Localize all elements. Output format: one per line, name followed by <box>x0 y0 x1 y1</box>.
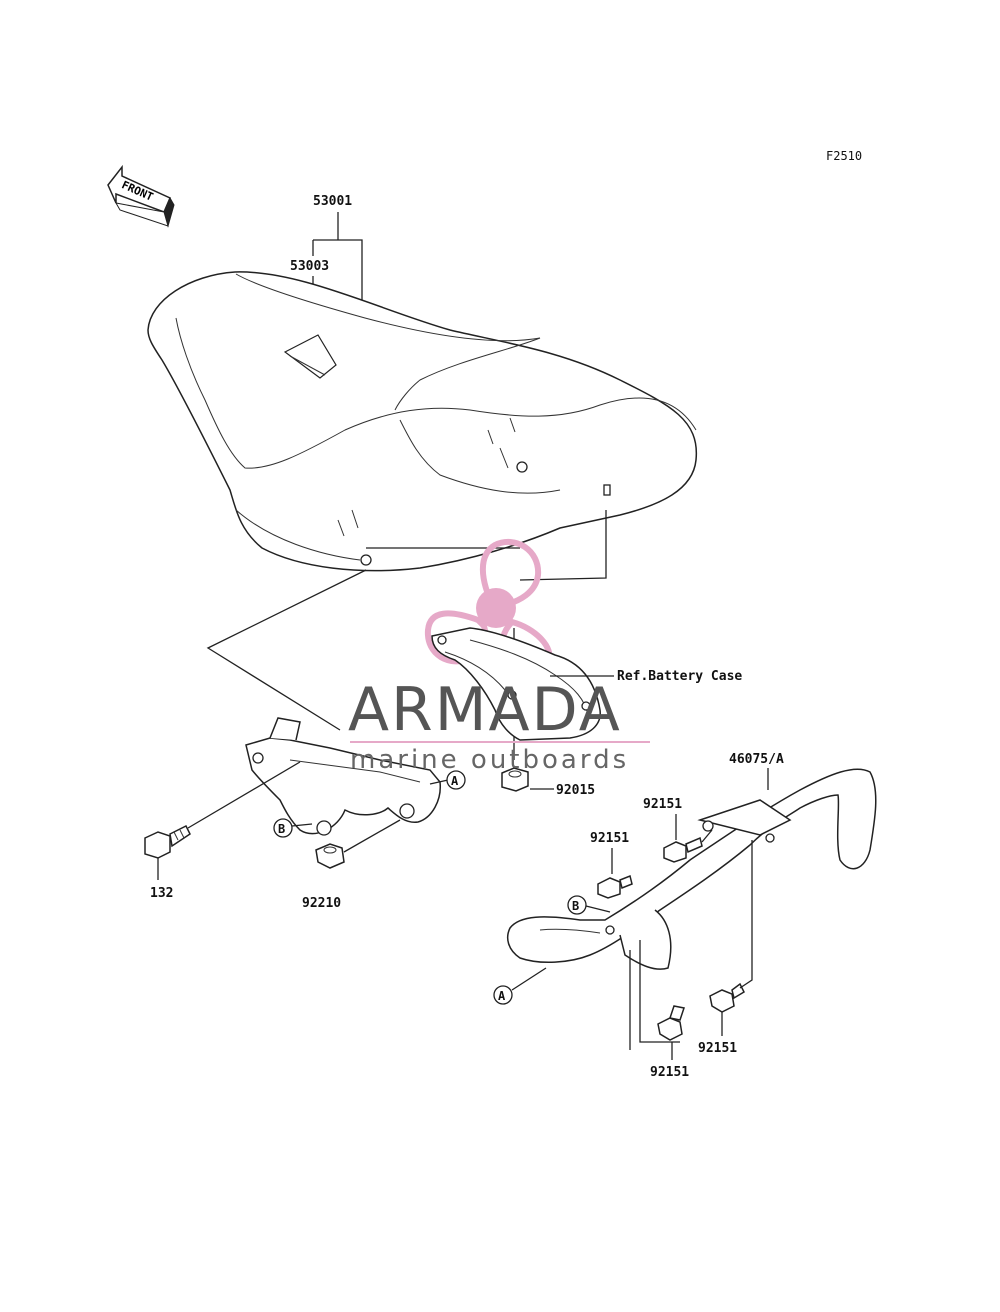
part-label-92015: 92015 <box>556 783 595 798</box>
nut-92015 <box>501 767 529 792</box>
marker-a-rail: A <box>493 967 547 1005</box>
part-label-53001: 53001 <box>313 194 352 209</box>
marker-b-left: B <box>273 818 313 838</box>
screw-92151-mid <box>597 874 633 899</box>
bolt-132 <box>144 824 191 859</box>
marker-b-rail: B <box>567 895 611 915</box>
leader-92151-br-guide <box>739 840 753 989</box>
diagram-code: F2510 <box>826 149 862 163</box>
part-label-92151-bottom-left: 92151 <box>650 1065 689 1080</box>
svg-text:B: B <box>278 822 285 836</box>
leader-92151-bl-guide <box>639 940 680 1043</box>
watermark-brand: ARMADA <box>348 675 622 745</box>
screw-guide-top <box>701 829 713 843</box>
part-label-46075: 46075/A <box>729 752 784 767</box>
screw-92151-bottom-left <box>657 1005 685 1041</box>
bolt-guide <box>187 761 301 829</box>
part-label-92151-mid: 92151 <box>590 831 629 846</box>
watermark-tagline: marine outboards <box>350 745 629 775</box>
part-label-92151-bottom-right: 92151 <box>698 1041 737 1056</box>
screw-92151-top <box>663 836 703 863</box>
left-bracket <box>245 717 441 836</box>
part-label-53003: 53003 <box>290 259 329 274</box>
seat <box>147 271 698 572</box>
reference-label: Ref.Battery Case <box>617 669 742 684</box>
svg-text:A: A <box>451 774 459 788</box>
svg-text:A: A <box>498 989 506 1003</box>
marker-a-left: A <box>429 770 466 790</box>
svg-text:B: B <box>572 899 579 913</box>
battery-case-bracket <box>431 627 601 741</box>
nut-guide <box>343 819 401 853</box>
screw-92151-bottom-right <box>709 982 745 1013</box>
front-arrow-icon: FRONT <box>107 164 175 228</box>
part-label-92210: 92210 <box>302 896 341 911</box>
part-label-132: 132 <box>150 886 173 901</box>
part-label-92151-top: 92151 <box>643 797 682 812</box>
grab-rail <box>507 768 877 970</box>
nut-92210 <box>315 843 345 869</box>
